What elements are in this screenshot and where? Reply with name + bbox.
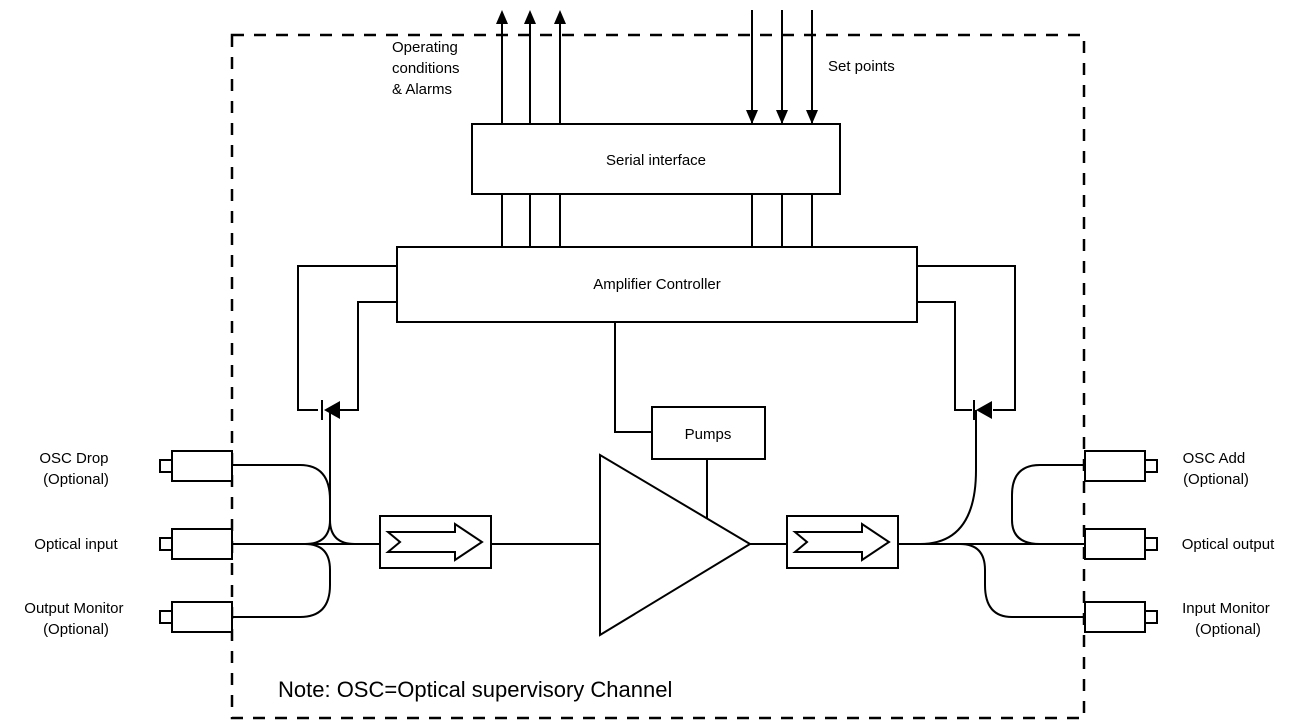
left-couplers: [232, 464, 356, 618]
pumps-label: Pumps: [685, 426, 732, 443]
module-boundary: [230, 33, 1086, 720]
note-text: Note: OSC=Optical supervisory Channel: [278, 677, 672, 702]
serial-interface-box: [471, 123, 841, 195]
left-photodiode-icon: [324, 401, 340, 419]
output-monitor-label: Output Monitor (Optional): [24, 600, 127, 638]
amplifier-controller-label: Amplifier Controller: [593, 276, 721, 293]
optical-output-label: Optical output: [1182, 536, 1275, 553]
output-monitor-connector: [159, 601, 233, 633]
optical-output-connector: [1084, 528, 1158, 560]
amplifier-triangle-icon: [599, 453, 752, 637]
optical-input-label: Optical input: [34, 536, 118, 553]
left-monitor-wiring: [297, 265, 397, 520]
osc-drop-connector: [159, 450, 233, 482]
input-monitor-connector: [1084, 601, 1158, 633]
osc-add-label: OSC Add (Optional): [1183, 450, 1250, 488]
right-photodiode-icon: [976, 401, 992, 419]
input-isolator: [379, 515, 492, 569]
serial-interface-label: Serial interface: [606, 152, 706, 169]
operating-conditions-label: Operating conditions & Alarms: [392, 39, 464, 98]
set-points-label: Set points: [828, 58, 895, 75]
right-couplers: [959, 464, 1085, 618]
pumps-box: [651, 406, 766, 460]
osc-add-connector: [1084, 450, 1158, 482]
input-monitor-label: Input Monitor (Optional): [1182, 600, 1274, 638]
isolator-arrow-icon: [792, 522, 891, 562]
amplifier-controller-box: [396, 246, 918, 323]
right-monitor-wiring: [917, 265, 1016, 545]
osc-drop-label: OSC Drop (Optional): [39, 450, 112, 488]
isolator-arrow-icon: [385, 522, 484, 562]
output-isolator: [786, 515, 899, 569]
optical-input-connector: [159, 528, 233, 560]
